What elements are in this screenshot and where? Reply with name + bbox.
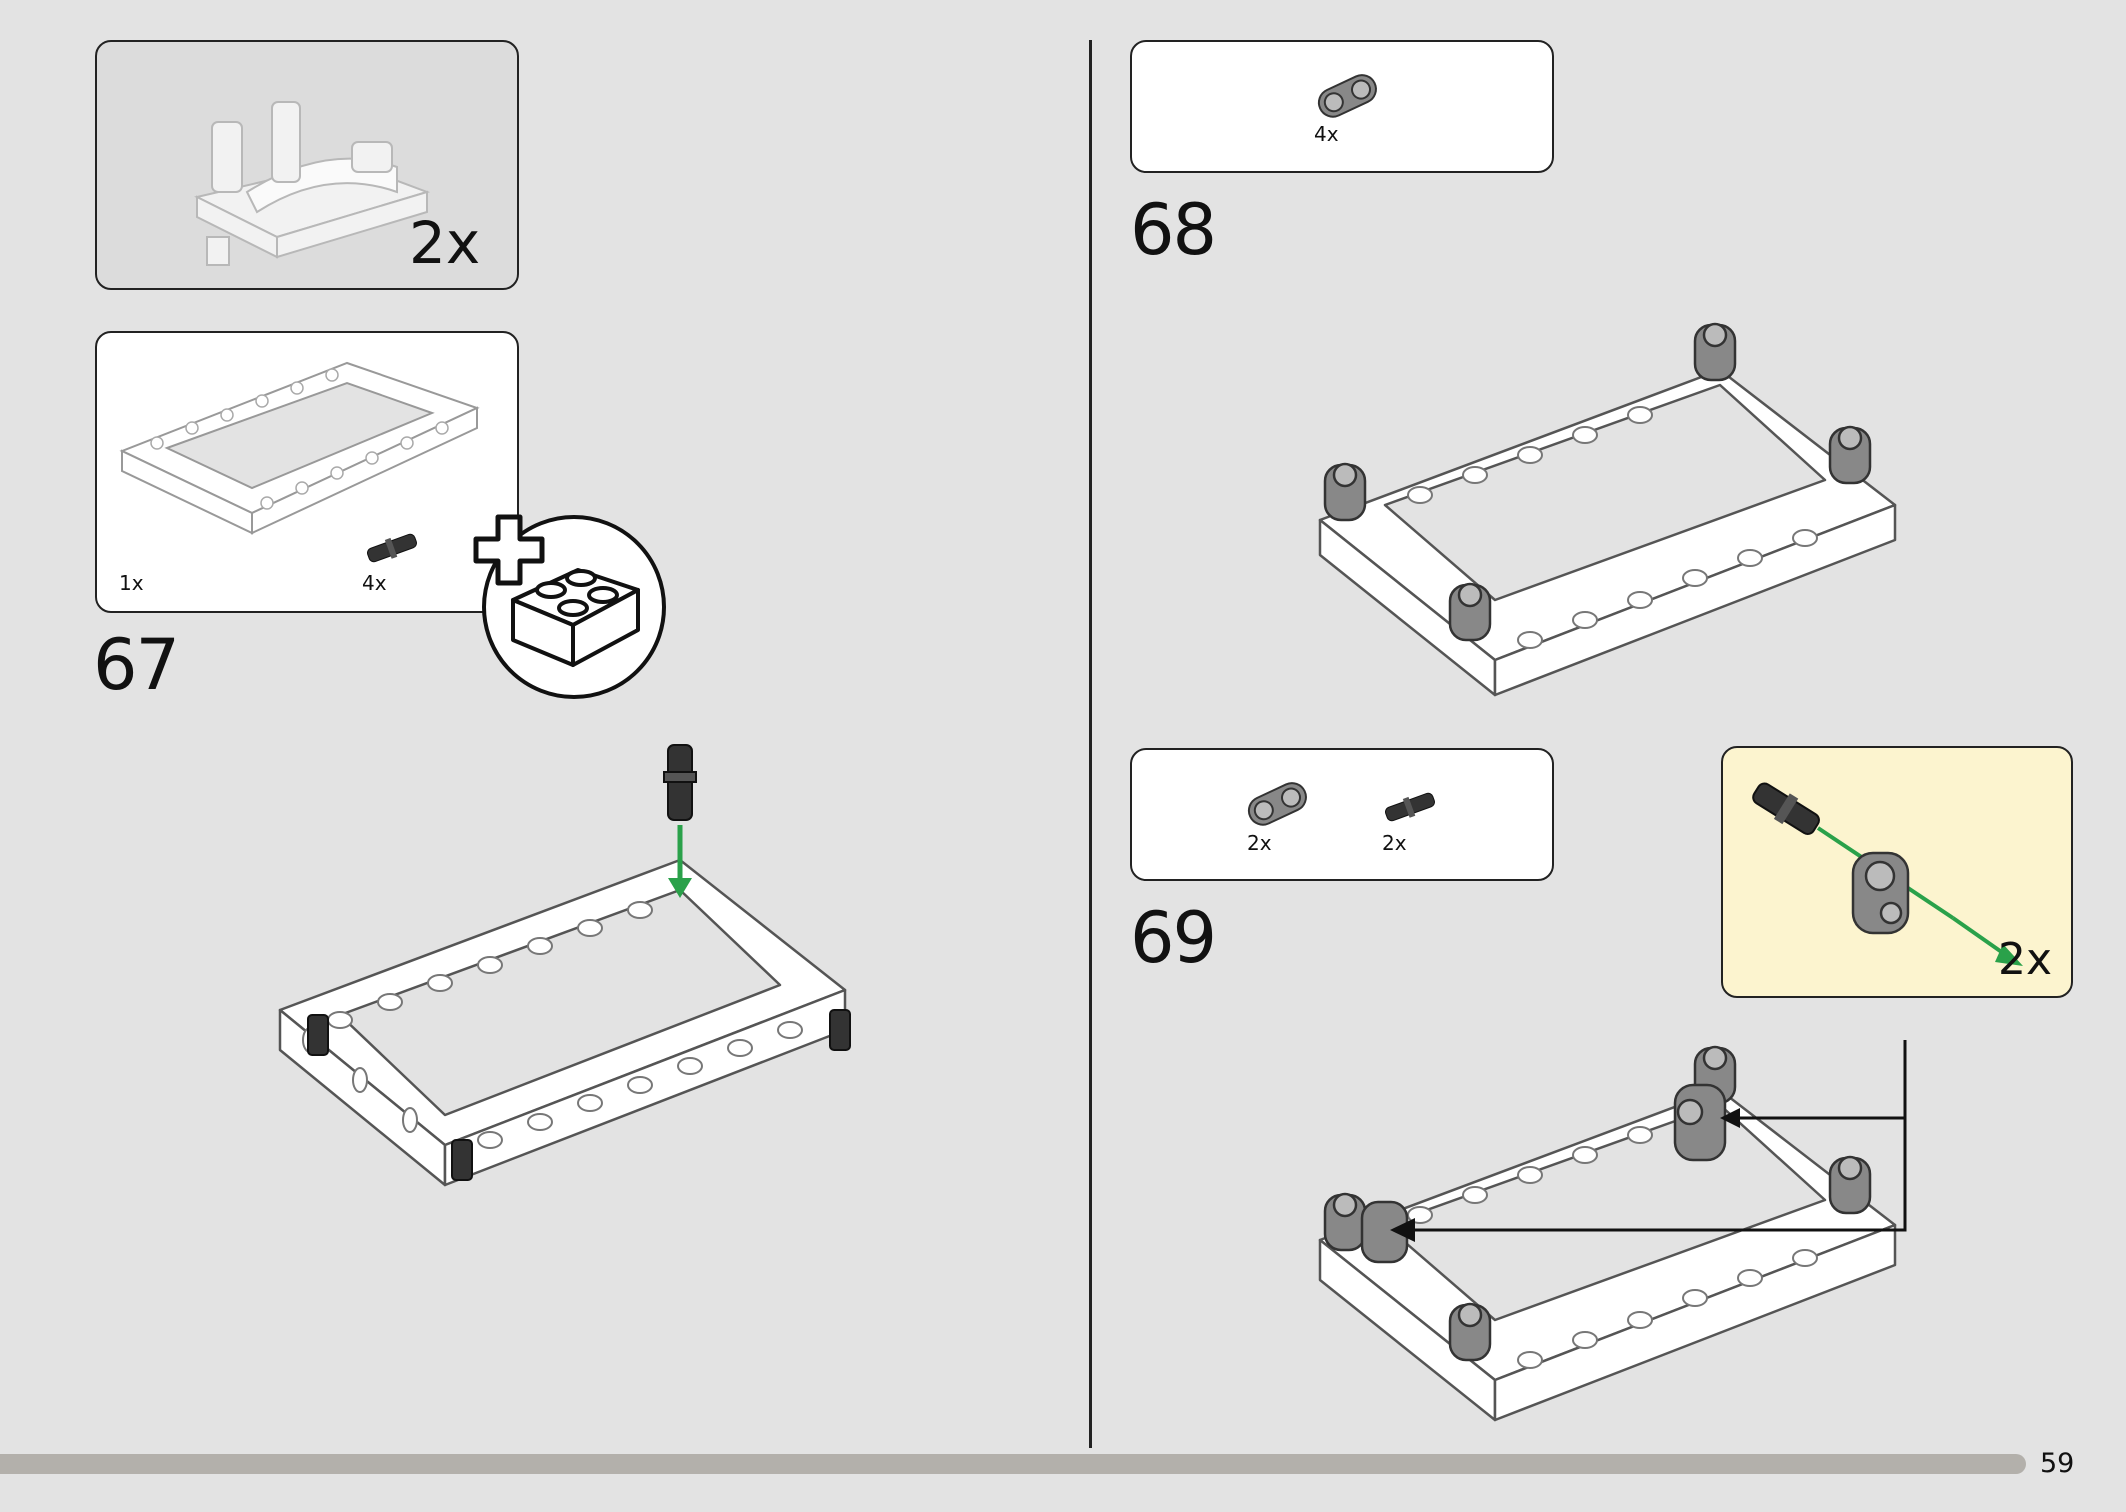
submodel-multiplier: 2x: [409, 209, 481, 277]
connector-icon: [1317, 74, 1377, 118]
page-number: 59: [2040, 1448, 2075, 1479]
callout-multiplier: 2x: [1998, 934, 2053, 985]
step69-frame-with-pins-illustration: [1318, 1040, 1907, 1422]
connector-icon: [1247, 782, 1307, 826]
step69-part-qty-connector: 2x: [1247, 831, 1272, 855]
step68-number: 68: [1130, 189, 1217, 271]
submodel-preview-image: [194, 101, 431, 266]
step67-part-qty-frame: 1x: [119, 571, 144, 595]
step67-parts-box: 1x 4x: [95, 331, 519, 613]
frame-icon: [119, 361, 480, 535]
step67-part-qty-pin: 4x: [362, 571, 387, 595]
page-progress-bar: [0, 1454, 2026, 1474]
step69-number: 69: [1130, 897, 1217, 979]
step69-callout-box: 2x: [1721, 746, 2073, 998]
step68-part-qty-connector: 4x: [1314, 122, 1339, 146]
step69-part-qty-pin: 2x: [1382, 831, 1407, 855]
submodel-preview-box: 2x: [95, 40, 519, 290]
pin-icon: [1385, 792, 1435, 822]
pin-icon: [367, 533, 417, 563]
step69-parts-box: 2x 2x: [1130, 748, 1554, 881]
add-new-bag-icon: [473, 514, 666, 699]
step68-parts-box: 4x: [1130, 40, 1554, 173]
step67-frame-with-pins-illustration: [278, 744, 851, 1187]
page-divider: [1089, 40, 1092, 1448]
step67-number: 67: [93, 624, 180, 706]
step68-frame-with-connectors-illustration: [1318, 322, 1897, 697]
callout-pin-into-connector-illustration: [1752, 782, 2023, 966]
